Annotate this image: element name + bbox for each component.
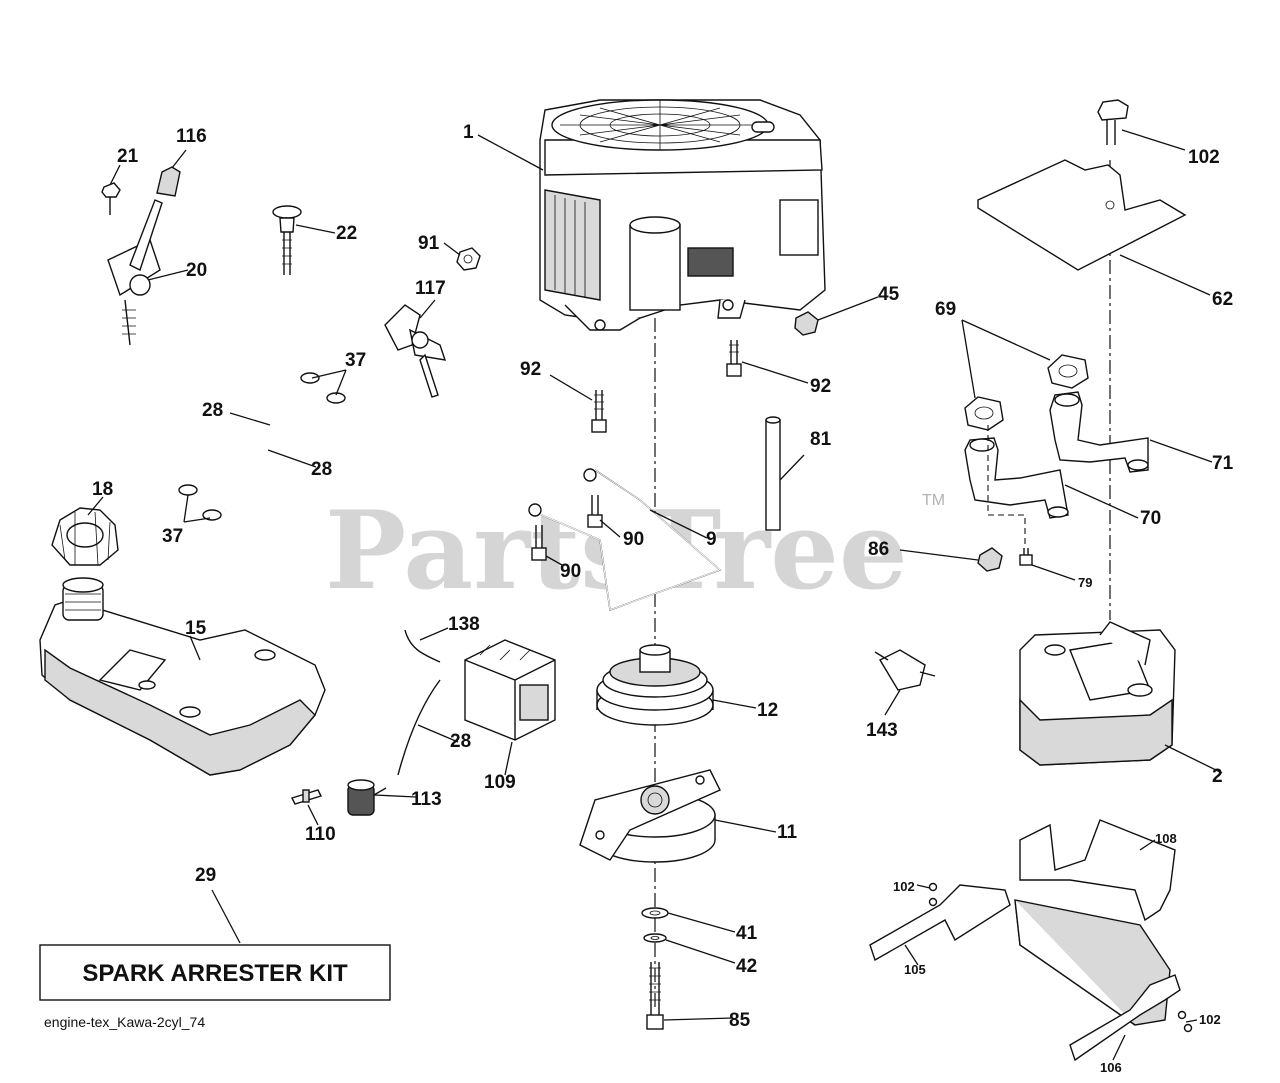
callout-9: 9 [706, 529, 717, 550]
callout-2: 2 [1212, 766, 1223, 787]
callout-108: 108 [1155, 831, 1177, 846]
callout-105: 105 [904, 962, 926, 977]
callout-11: 11 [777, 822, 798, 843]
washer-41[interactable] [641, 907, 669, 919]
callout-18: 18 [92, 479, 113, 500]
washer-42[interactable] [643, 933, 667, 943]
throttle-knob[interactable] [156, 166, 181, 197]
muffler-guard[interactable] [1014, 819, 1176, 1026]
callout-21: 21 [117, 146, 139, 167]
callout-1: 1 [463, 122, 474, 143]
callout-41: 41 [736, 923, 758, 944]
vent-hose[interactable] [404, 629, 441, 663]
callout-70: 70 [1140, 508, 1161, 529]
fuel-cap[interactable] [51, 507, 119, 566]
primer-knob[interactable] [272, 205, 302, 275]
oil-pressure-switch[interactable] [874, 649, 936, 691]
spark-arrester-kit-box [39, 944, 391, 1001]
wire-harness[interactable] [528, 468, 722, 611]
callout-45: 45 [878, 284, 900, 305]
callout-71: 71 [1212, 453, 1234, 474]
callout-116: 116 [176, 126, 207, 147]
leader-lines [87, 129, 1223, 1061]
callout-28-lower: 28 [450, 731, 471, 752]
callout-37-upper: 37 [345, 350, 366, 371]
callout-138: 138 [448, 614, 480, 635]
callout-117: 117 [415, 278, 446, 299]
throttle-bolt[interactable] [101, 182, 121, 215]
mounting-dash-line [987, 425, 1026, 545]
callout-69: 69 [935, 299, 956, 320]
callout-102-right: 102 [1199, 1012, 1221, 1027]
muffler[interactable] [1019, 621, 1176, 766]
exhaust-pipe-70[interactable] [964, 437, 1069, 519]
callout-110: 110 [305, 824, 336, 845]
nut-45[interactable] [794, 311, 819, 336]
nut-86[interactable] [977, 547, 1003, 572]
bolt-92-right[interactable] [726, 340, 742, 377]
fuel-filter[interactable] [347, 779, 387, 816]
callout-92-right: 92 [810, 376, 831, 397]
guard-bracket-106[interactable] [1069, 974, 1181, 1062]
engine-assembly[interactable] [539, 99, 826, 331]
callout-102-top: 102 [1188, 147, 1220, 168]
bolt-85[interactable] [646, 962, 664, 1030]
hose-clamps[interactable] [178, 372, 346, 521]
callout-86: 86 [868, 539, 889, 560]
screw-102-a[interactable] [928, 882, 938, 907]
pto-clutch[interactable] [579, 769, 721, 863]
leader-29 [211, 889, 241, 944]
callout-28-upper: 28 [202, 400, 223, 421]
callout-labels: 1 2 9 11 12 15 18 20 21 22 28 28 28 29 3… [92, 122, 1234, 1075]
callout-79: 79 [1078, 575, 1092, 590]
callout-102-left: 102 [893, 879, 915, 894]
callout-91: 91 [418, 233, 440, 254]
fuel-tank[interactable] [39, 577, 326, 776]
callout-22: 22 [336, 223, 357, 244]
fuel-line-lower[interactable] [397, 679, 441, 776]
drawing-file-name: engine-tex_Kawa-2cyl_74 [44, 1014, 205, 1030]
callout-85: 85 [729, 1010, 751, 1031]
callout-12: 12 [757, 700, 778, 721]
watermark-trademark: TM [922, 492, 945, 509]
callout-20: 20 [186, 260, 207, 281]
fuel-line-left[interactable] [188, 374, 306, 486]
screw-90-b[interactable] [531, 525, 547, 561]
callout-62: 62 [1212, 289, 1233, 310]
callout-92-left: 92 [520, 359, 541, 380]
callout-113: 113 [411, 789, 442, 810]
callout-37-lower: 37 [162, 526, 183, 547]
callout-90-lower: 90 [560, 561, 581, 582]
throttle-control-bracket[interactable] [107, 199, 163, 346]
hose-fitting-110[interactable] [291, 789, 322, 805]
callout-81: 81 [810, 429, 832, 450]
fuel-shutoff-valve[interactable] [384, 304, 447, 398]
fuel-line-right[interactable] [224, 394, 331, 511]
bolt-92-left[interactable] [591, 390, 607, 433]
callout-109: 109 [484, 772, 516, 793]
spark-arrester-kit-label: SPARK ARRESTER KIT [82, 960, 348, 987]
callout-15: 15 [185, 618, 207, 639]
callout-143: 143 [866, 720, 898, 741]
engine-pulley[interactable] [596, 644, 714, 726]
callout-28-middle: 28 [311, 459, 332, 480]
heat-shield-plate[interactable] [977, 159, 1187, 271]
callout-42: 42 [736, 956, 757, 977]
callout-29: 29 [195, 865, 216, 886]
screw-102-b[interactable] [1177, 1010, 1193, 1033]
callout-90-upper: 90 [623, 529, 644, 550]
guard-bracket-105[interactable] [869, 884, 1011, 962]
screw-79[interactable] [1019, 548, 1033, 566]
dipstick-tube[interactable] [765, 416, 781, 531]
exhaust-pipe-71[interactable] [1049, 391, 1149, 473]
callout-106: 106 [1100, 1060, 1122, 1075]
fuel-pump-module[interactable] [464, 639, 556, 741]
heat-shield-knob[interactable] [1097, 99, 1129, 145]
exhaust-gasket-upper[interactable] [1047, 354, 1089, 389]
nut-91[interactable] [456, 247, 481, 271]
exhaust-gasket-lower[interactable] [964, 396, 1004, 431]
